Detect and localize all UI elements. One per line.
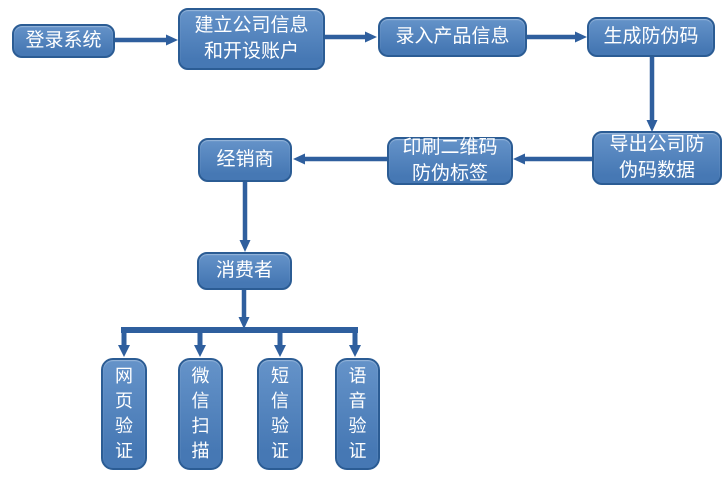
node-sms-verification: 短信验证 bbox=[257, 358, 303, 470]
node-enter-product-info: 录入产品信息 bbox=[378, 17, 527, 57]
node-voice-verification-label: 语音验证 bbox=[348, 366, 367, 461]
node-web-verification-label: 网页验证 bbox=[115, 366, 133, 461]
node-create-company-account: 建立公司信息 和开设账户 bbox=[178, 8, 325, 70]
node-distributor: 经销商 bbox=[198, 138, 292, 182]
node-create-company-account-line2: 和开设账户 bbox=[203, 41, 299, 62]
node-voice-verification: 语音验证 bbox=[335, 358, 380, 470]
node-create-company-account-line1: 建立公司信息 bbox=[194, 15, 309, 36]
node-export-code-data: 导出公司防 伪码数据 bbox=[592, 131, 722, 185]
arrowhead-bar-wechat bbox=[194, 345, 206, 357]
node-sms-verification-label: 短信验证 bbox=[271, 366, 289, 461]
arrowhead-bar-sms bbox=[274, 345, 286, 357]
node-generate-code: 生成防伪码 bbox=[587, 17, 715, 57]
node-web-verification: 网页验证 bbox=[101, 358, 147, 470]
arrowhead-company-product bbox=[365, 31, 377, 43]
node-consumer: 消费者 bbox=[197, 252, 292, 290]
arrowhead-login-company bbox=[166, 34, 178, 46]
arrowhead-consumer-bar bbox=[238, 317, 250, 329]
arrowhead-distributor-consumer bbox=[239, 240, 251, 252]
node-print-qr-label-line2: 防伪标签 bbox=[411, 163, 488, 184]
arrowhead-bar-web bbox=[118, 345, 130, 357]
node-wechat-scan-label: 微信扫描 bbox=[191, 366, 210, 461]
arrowhead-bar-voice bbox=[349, 345, 361, 357]
node-print-qr-label: 印刷二维码 防伪标签 bbox=[387, 137, 513, 185]
node-export-code-data-line2: 伪码数据 bbox=[618, 160, 695, 181]
node-print-qr-label-line1: 印刷二维码 bbox=[402, 137, 498, 158]
node-wechat-scan: 微信扫描 bbox=[178, 358, 223, 470]
node-export-code-data-line1: 导出公司防 bbox=[609, 134, 705, 155]
arrowhead-product-generate bbox=[575, 31, 587, 43]
arrowhead-generate-export bbox=[646, 120, 658, 132]
node-login-system: 登录系统 bbox=[12, 24, 115, 58]
arrowhead-print-distributor bbox=[293, 153, 305, 165]
arrowhead-export-print bbox=[513, 153, 525, 165]
